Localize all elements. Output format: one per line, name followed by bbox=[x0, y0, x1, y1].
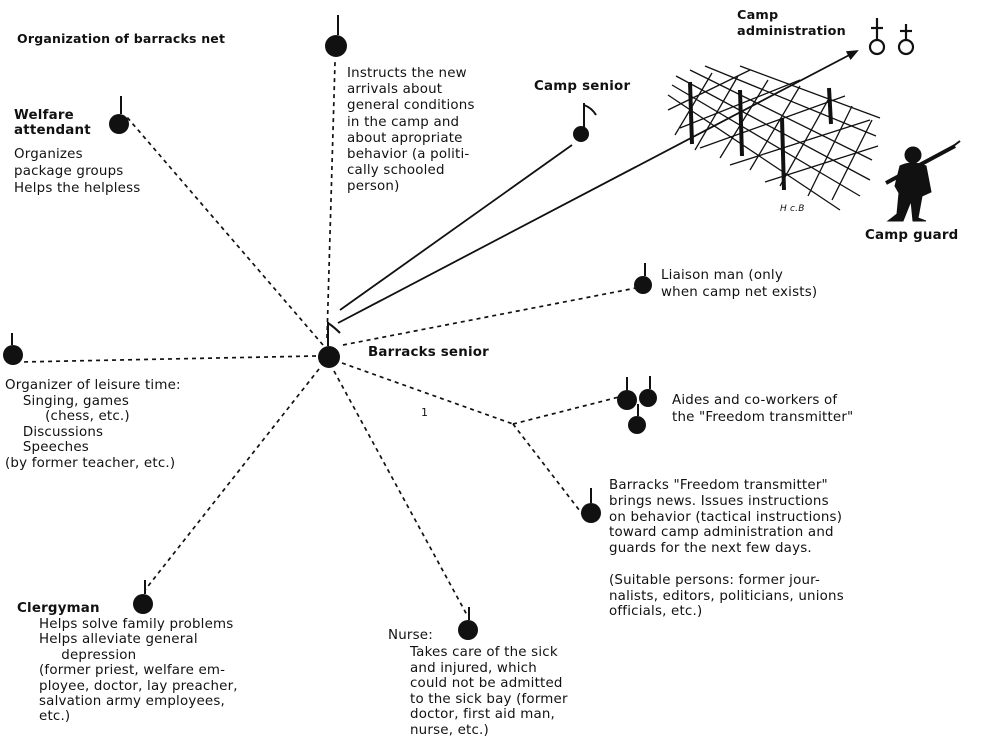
camp-administration-symbols bbox=[870, 18, 913, 54]
leisure-organizer-description: Organizer of leisure time: Singing, game… bbox=[5, 378, 181, 471]
barracks-senior-label: Barracks senior bbox=[368, 345, 489, 360]
liaison-icon bbox=[634, 263, 652, 294]
leisure-organizer-icon bbox=[3, 333, 23, 365]
barracks-senior-icon bbox=[318, 322, 340, 368]
nurse-title: Nurse: bbox=[388, 628, 433, 643]
link-transmitter bbox=[513, 424, 583, 515]
welfare-attendant-title: Welfare attendant bbox=[14, 108, 91, 138]
nurse-duties: Takes care of the sick and injured, whic… bbox=[410, 645, 568, 739]
camp-guard-figure bbox=[886, 141, 960, 221]
liaison-description: Liaison man (only when camp net exists) bbox=[661, 268, 817, 301]
welfare-attendant-duties: Organizes package groups Helps the helpl… bbox=[14, 146, 140, 197]
freedom-transmitter-icon bbox=[581, 488, 601, 523]
nurse-icon bbox=[458, 607, 478, 640]
person-icons bbox=[3, 15, 657, 640]
barbed-wire-fence bbox=[668, 66, 880, 210]
instructor-description: Instructs the new arrivals about general… bbox=[347, 66, 475, 196]
welfare-attendant-icon bbox=[109, 96, 129, 134]
instructor-icon bbox=[325, 15, 347, 57]
diagram-title: Organization of barracks net bbox=[17, 31, 225, 46]
link-nurse bbox=[334, 371, 467, 615]
clergyman-duties: Helps solve family problems Helps allevi… bbox=[39, 617, 238, 725]
clergyman-title: Clergyman bbox=[17, 601, 100, 616]
link-instructor bbox=[327, 62, 335, 338]
camp-senior-label: Camp senior bbox=[534, 79, 630, 94]
clergyman-icon bbox=[133, 580, 153, 614]
link-leisure bbox=[20, 356, 316, 362]
link-aides bbox=[513, 396, 623, 424]
camp-administration-label: Camp administration bbox=[737, 8, 846, 40]
camp-guard-label: Camp guard bbox=[865, 228, 958, 243]
aides-description: Aides and co-workers of the "Freedom tra… bbox=[672, 393, 853, 426]
fence-label: H c.B bbox=[780, 202, 805, 217]
freedom-transmitter-description: Barracks "Freedom transmitter" brings ne… bbox=[609, 478, 844, 620]
camp-senior-icon bbox=[573, 103, 596, 142]
stray-mark: 1 bbox=[421, 405, 428, 420]
aides-icon bbox=[617, 376, 657, 434]
link-welfare bbox=[126, 116, 323, 345]
